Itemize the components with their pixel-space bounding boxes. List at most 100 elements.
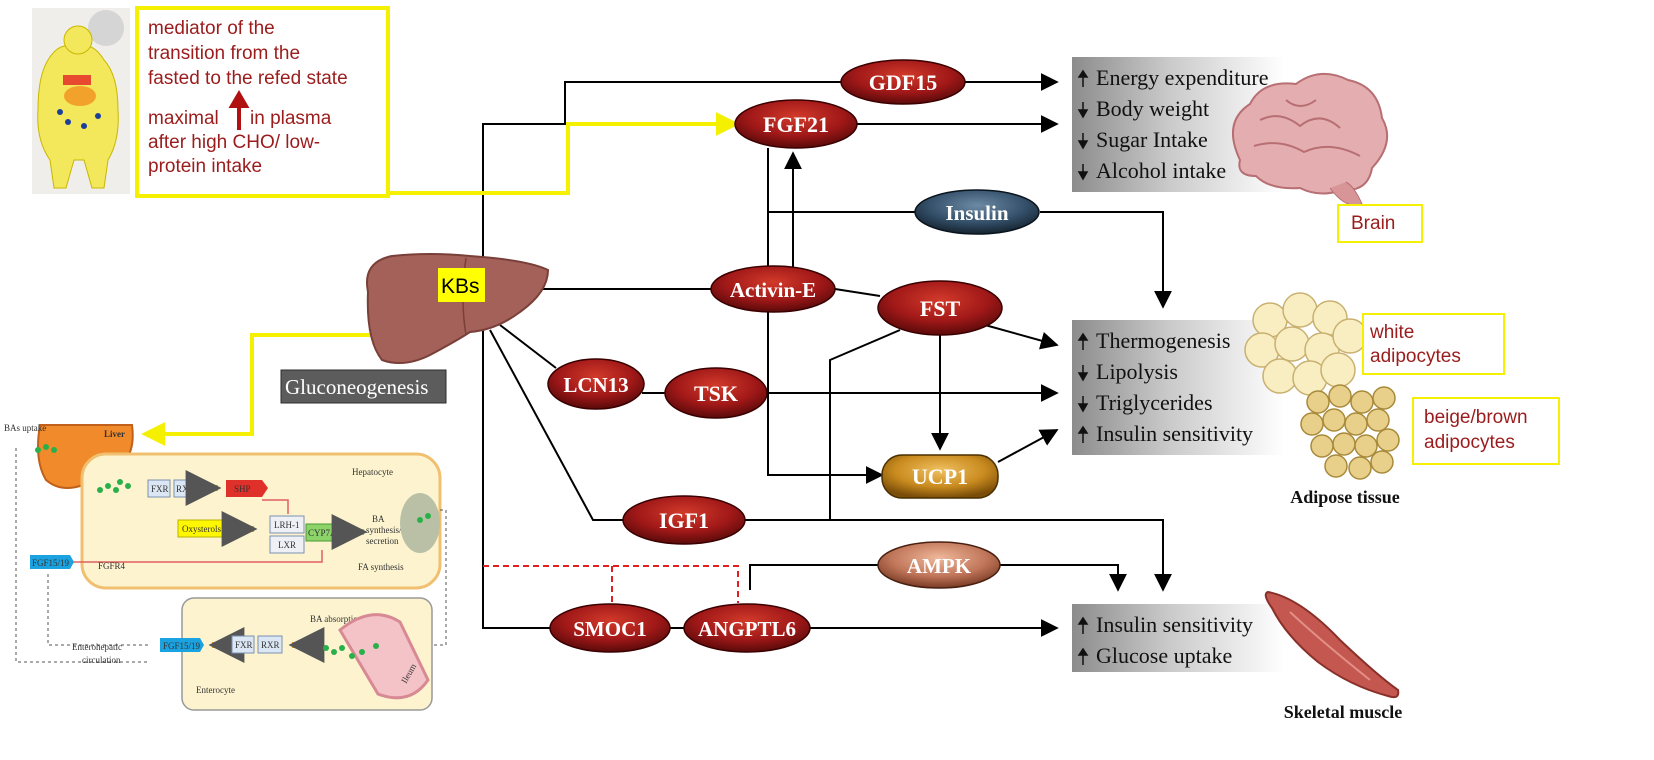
hormone-igf1: IGF1 [622,495,746,545]
gluconeogenesis-box [280,369,447,404]
liver-illustration [366,253,550,365]
ba-absorption-label: BA absorption [310,614,363,624]
hormone-insulin: Insulin [914,189,1040,235]
note-line-4b: in plasma [250,108,332,129]
white-adipocytes-illustration [1244,292,1368,396]
white-adipocytes-line-1: white [1369,322,1414,343]
note-line-5: after high CHO/ low- [148,132,320,153]
dashed-red-links [483,565,739,603]
hormone-fst: FST [877,280,1003,336]
up-arrow-icon [228,90,250,130]
hormone-ampk: AMPK [877,541,1001,589]
pathway-arrows [482,73,1172,637]
fgf1519-label-2: FGF15/19 [163,641,201,651]
hormone-fgf21: FGF21 [734,99,858,149]
lcn13-label: LCN13 [563,373,628,397]
lxr-label: LXR [278,540,296,550]
brain-effect-item: Energy expenditure [1096,65,1268,90]
white-adipocytes-line-2: adipocytes [1370,346,1461,367]
note-line-3: fasted to the refed state [148,68,348,89]
fgf21-label: FGF21 [763,112,829,137]
yellow-connectors [141,112,740,446]
gdf15-label: GDF15 [869,70,937,95]
adipose-effect-item: Triglycerides [1096,390,1213,415]
cyp7a1-label: CYP7A1 [308,528,341,538]
hormone-angptl6: ANGPTL6 [683,603,811,653]
up-arrow-icon [1077,425,1089,443]
rxr-label-1: RXR [176,484,195,494]
kbs-label: KBs [441,275,480,298]
igf1-label: IGF1 [659,508,709,533]
muscle-effect-item: Insulin sensitivity [1096,612,1253,637]
smoc1-label: SMOC1 [573,617,647,641]
beige-adipocytes-line-1: beige/brown [1424,407,1528,428]
bile-acid-inset: BAs uptake Liver Hepatocyte FXR RXR SHP … [4,423,447,711]
fxr-label-2: FXR [235,640,253,650]
up-arrow-icon [1077,332,1089,350]
fst-label: FST [920,296,961,321]
ba-synthesis-3: secretion [366,536,399,546]
lrh1-label: LRH-1 [274,520,300,530]
gluconeogenesis-label: Gluconeogenesis [285,375,428,399]
adipose-effect-item: Insulin sensitivity [1096,421,1253,446]
fgf1519-label-1: FGF15/19 [32,558,70,568]
kbs-badge [438,268,485,302]
rxr-label-2: RXR [261,640,280,650]
bas-uptake-label: BAs uptake [4,423,46,433]
note-line-2: transition from the [148,43,300,64]
ba-synthesis-2: synthesis/ [366,525,402,535]
brain-effect-item: Alcohol intake [1096,158,1226,183]
enterocyte-label: Enterocyte [196,685,235,695]
ba-synthesis-1: BA [372,514,385,524]
brain-effect-item: Sugar Intake [1096,127,1208,152]
note-line-1: mediator of the [148,18,275,39]
down-arrow-icon [1077,396,1089,413]
activin-e-label: Activin-E [730,278,816,302]
ucp1-label: UCP1 [912,464,968,489]
enterohepatic-2: circulation [82,655,121,665]
shp-label: SHP [234,484,251,494]
note-line-4a: maximal [148,108,219,129]
fgf21-note: mediator of the transition from the fast… [135,6,390,198]
down-arrow-icon [1077,133,1089,150]
up-arrow-icon [1077,69,1089,87]
muscle-effect-item: Glucose uptake [1096,643,1232,668]
up-arrow-icon [1077,647,1089,665]
fgfr4-label: FGFR4 [98,561,126,571]
beige-adipocytes-illustration [1300,384,1400,480]
note-line-6: protein intake [148,156,262,177]
down-arrow-icon [1077,365,1089,382]
brain-label-box [1337,204,1423,243]
fxr-label-1: FXR [151,484,169,494]
adipose-tissue-label: Adipose tissue [1290,487,1400,507]
oxysterols-label: Oxysterols [182,524,221,534]
adipose-effects-list: ThermogenesisLipolysisTriglyceridesInsul… [1077,328,1253,446]
down-arrow-icon [1077,164,1089,181]
brain-label: Brain [1351,213,1395,234]
hormone-lcn13: LCN13 [547,358,645,410]
body-figure [32,8,130,194]
tsk-label: TSK [694,381,738,406]
insulin-label: Insulin [945,201,1008,225]
muscle-effects-panel [1072,604,1284,672]
fa-synthesis-label: FA synthesis [358,562,404,572]
adipose-effect-item: Lipolysis [1096,359,1178,384]
hormone-activin-e: Activin-E [710,265,836,313]
enterohepatic-1: Enterohepatic [72,642,122,652]
hormone-tsk: TSK [664,367,768,419]
down-arrow-icon [1077,102,1089,119]
up-arrow-icon [1077,616,1089,634]
brain-effect-item: Body weight [1096,96,1209,121]
angptl6-label: ANGPTL6 [698,617,796,641]
skeletal-muscle-label: Skeletal muscle [1284,702,1403,722]
skeletal-muscle-illustration [1264,590,1400,699]
inset-liver-label: Liver [104,429,125,439]
white-adipocytes-box [1362,313,1505,375]
hormone-ucp1: UCP1 [881,454,999,499]
adipose-effect-item: Thermogenesis [1096,328,1230,353]
hepatocyte-label: Hepatocyte [352,467,393,477]
hormone-gdf15: GDF15 [840,59,966,105]
hormone-smoc1: SMOC1 [549,603,671,653]
